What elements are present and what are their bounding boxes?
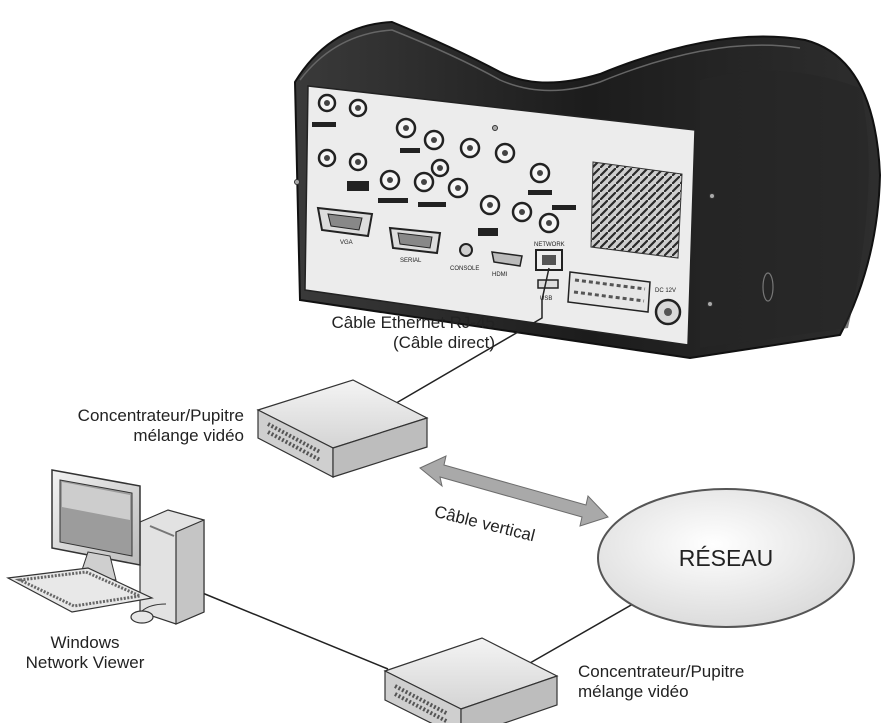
ethernet-cable-label-line1: Câble Ethernet RJ-45 [331, 313, 495, 332]
hub-to-network-cable [529, 599, 641, 664]
network-cloud [597, 488, 855, 628]
hdmi-port: HDMI [491, 251, 523, 278]
console-port: CONSOLE [450, 243, 479, 272]
console-label: CONSOLE [450, 266, 479, 272]
hub-bottom-label-line2: mélange vidéo [578, 682, 689, 701]
dvr-top-highlight [299, 29, 801, 92]
network-port-label: NETWORK [534, 242, 565, 248]
network-label: RÉSEAU [640, 545, 812, 571]
network-label-text: RÉSEAU [678, 545, 774, 571]
network-port: NETWORK [534, 242, 565, 271]
pc-computer [6, 469, 205, 625]
pc-mouse [130, 610, 154, 624]
hub-bottom-label: Concentrateur/Pupitre mélange vidéo [578, 662, 798, 702]
dc-power-port: DC 12V [654, 288, 682, 326]
dvr-side-panel [700, 70, 869, 348]
hub-bottom [383, 637, 559, 728]
usb-port: USB [537, 279, 559, 302]
vga-port: VGA [316, 206, 374, 246]
pc-label: Windows Network Viewer [0, 633, 170, 673]
dvr-grille [590, 161, 683, 259]
hub-top-label-line1: Concentrateur/Pupitre [77, 406, 244, 425]
terminal-block [567, 271, 651, 313]
hub-top [256, 379, 429, 478]
pc-to-hub-cable [199, 591, 389, 670]
pc-keyboard [6, 567, 154, 613]
dvr-unit: VGA SERIAL CONSOLE HDMI NETWORK USB [293, 20, 882, 360]
hdmi-label: HDMI [492, 272, 508, 278]
pc-label-line2: Network Viewer [25, 653, 145, 672]
ethernet-cable-label: Câble Ethernet RJ-45 (Câble direct) [295, 313, 495, 353]
serial-port: SERIAL [388, 226, 442, 264]
pc-label-line1: Windows [50, 633, 120, 652]
hub-top-label-line2: mélange vidéo [133, 426, 244, 445]
vga-label: VGA [340, 240, 353, 246]
vertical-cable-arrow [419, 455, 609, 527]
serial-label: SERIAL [400, 258, 422, 264]
dc-label: DC 12V [655, 288, 676, 294]
usb-label: USB [540, 296, 552, 302]
ethernet-cable-label-line2: (Câble direct) [392, 333, 495, 352]
dvr-side-foot [762, 272, 774, 302]
hub-bottom-label-line1: Concentrateur/Pupitre [578, 662, 745, 681]
hub-top-label: Concentrateur/Pupitre mélange vidéo [40, 406, 244, 446]
